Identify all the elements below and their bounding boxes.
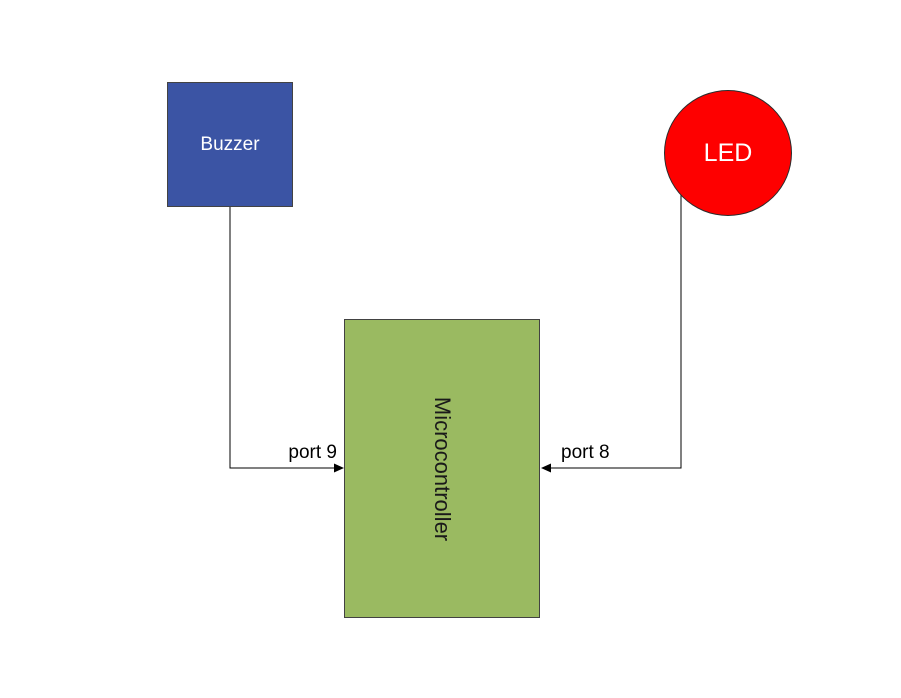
arrowhead-port9: [334, 463, 344, 473]
port8-label: port 8: [561, 442, 610, 463]
microcontroller-node: Microcontroller: [344, 319, 540, 618]
led-node: LED: [664, 90, 792, 216]
microcontroller-label: Microcontroller: [429, 396, 455, 541]
buzzer-node: Buzzer: [167, 82, 293, 207]
connector-buzzer-to-micro: [229, 207, 336, 469]
connector-led-to-micro: [549, 194, 682, 469]
arrowhead-port8: [541, 463, 551, 473]
led-label: LED: [703, 138, 753, 167]
port9-label: port 9: [288, 442, 337, 463]
buzzer-label: Buzzer: [200, 133, 260, 155]
